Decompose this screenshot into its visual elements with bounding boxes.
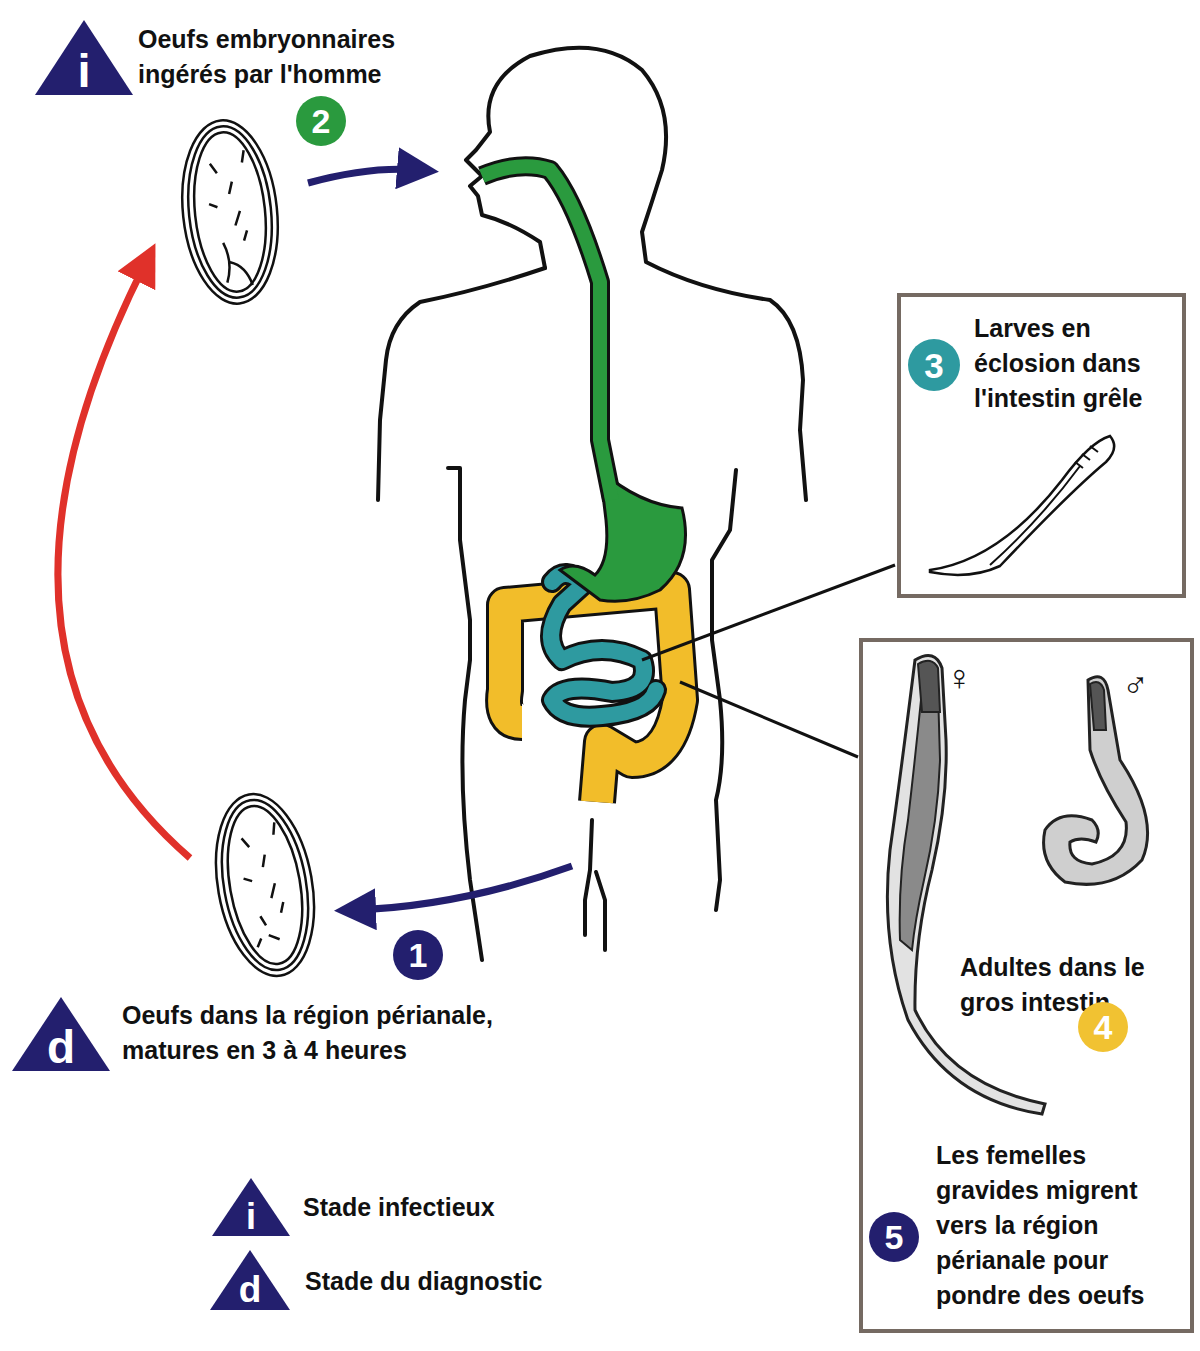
stage-letter: d (210, 1271, 290, 1310)
caption-text: ♀ (946, 658, 982, 698)
callout-number-text: 1 (409, 938, 428, 972)
stage-triangle: i (212, 1178, 290, 1236)
caption-text: ♂ (1122, 664, 1166, 704)
esophagus (482, 166, 612, 500)
triangle-shape (210, 1250, 290, 1310)
larva-drawing (930, 436, 1114, 575)
egg (174, 116, 287, 309)
callout-number-text: 2 (312, 104, 331, 138)
stage-letter: i (35, 46, 133, 95)
body-outline (378, 268, 545, 500)
stomach (560, 470, 686, 601)
info-box: Larves en éclosion dans l'intestin grêle (897, 293, 1186, 598)
esophagus (482, 166, 612, 500)
callout-number: 1 (393, 930, 443, 980)
larva-drawing (990, 446, 1098, 565)
caption-text: Oeufs dans la région périanale, matures … (122, 998, 562, 1068)
box-text: Les femelles gravides migrent vers la ré… (936, 1138, 1182, 1313)
box-text: Larves en éclosion dans l'intestin grêle (974, 311, 1174, 416)
cycle-arrow (355, 866, 572, 910)
human-body (378, 48, 806, 960)
callout-number: 3 (908, 339, 960, 391)
triangle-shape (12, 997, 110, 1071)
caption-text: Oeufs embryonnaires ingérés par l'homme (138, 22, 458, 92)
callout-number: 2 (296, 96, 346, 146)
legend-text: Stade du diagnostic (305, 1264, 543, 1299)
male-worm (1090, 682, 1106, 730)
leader-line (680, 682, 858, 757)
body-outline (585, 820, 592, 935)
callout-number-text: 4 (1094, 1010, 1113, 1044)
female-worm (900, 690, 940, 950)
cycle-arrow (308, 169, 418, 183)
stage-triangle: i (35, 20, 133, 95)
box-text: Adultes dans le gros intestin (960, 950, 1152, 1020)
stage-triangle: d (12, 997, 110, 1071)
body-outline (596, 872, 605, 950)
cycle-arrow (58, 262, 190, 858)
male-worm (1044, 677, 1148, 885)
body-outline (448, 468, 482, 960)
stage-letter: i (212, 1198, 290, 1236)
callout-number-text: 5 (885, 1220, 904, 1254)
triangle-shape (35, 20, 133, 95)
stage-triangle: d (210, 1250, 290, 1310)
body-outline (466, 48, 806, 500)
female-worm (887, 656, 1045, 1115)
callout-number: 5 (869, 1212, 919, 1262)
egg (203, 786, 328, 984)
leader-line (642, 565, 895, 660)
triangle-shape (212, 1178, 290, 1236)
body-outline (712, 470, 736, 910)
callout-number: 4 (1078, 1002, 1128, 1052)
callout-number-text: 3 (924, 348, 943, 383)
stage-letter: d (12, 1023, 110, 1071)
female-worm (918, 661, 940, 712)
legend-text: Stade infectieux (303, 1190, 495, 1225)
